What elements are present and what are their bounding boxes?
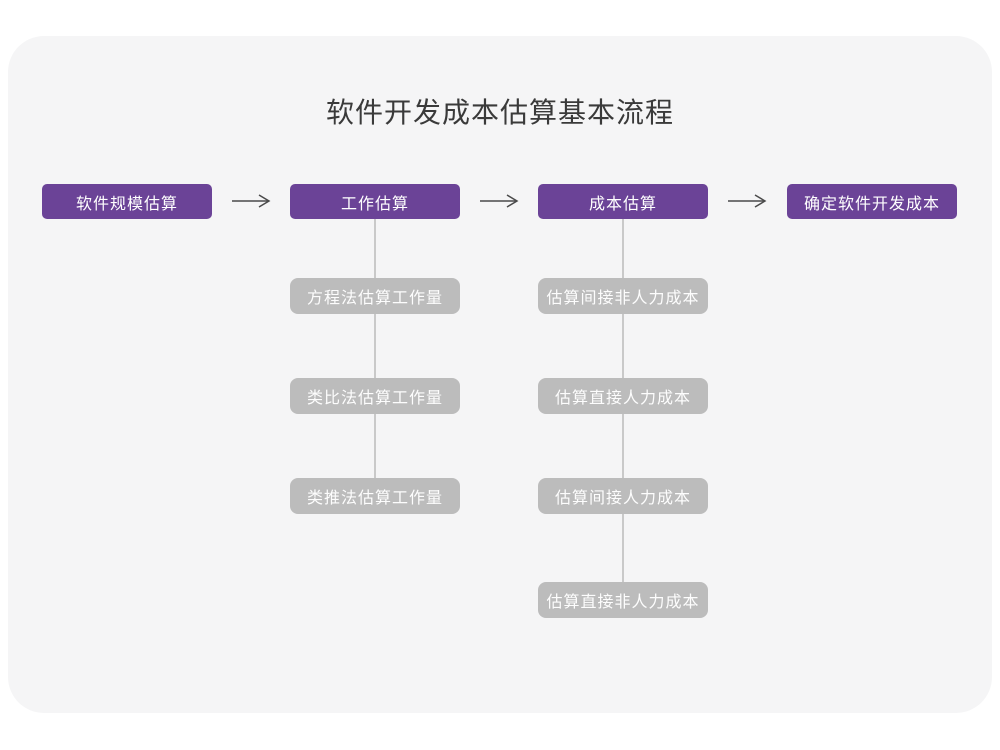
sub-node-indirect-labor-cost: 估算间接人力成本 (538, 478, 708, 514)
sub-node-direct-nonlabor-cost: 估算直接非人力成本 (538, 582, 708, 618)
arrow-right-icon (477, 192, 521, 210)
flow-node-cost-estimation: 成本估算 (538, 184, 708, 219)
flow-node-work-estimation: 工作估算 (290, 184, 460, 219)
sub-node-analogy-method: 类比法估算工作量 (290, 378, 460, 414)
arrow-right-icon (725, 192, 769, 210)
connector-line-work-column (374, 219, 376, 497)
diagram-card (8, 36, 992, 713)
flow-node-software-scale-estimation: 软件规模估算 (42, 184, 212, 219)
sub-node-extrapolation-method: 类推法估算工作量 (290, 478, 460, 514)
diagram-title: 软件开发成本估算基本流程 (325, 97, 674, 128)
arrow-right-icon (229, 192, 273, 210)
flow-node-determine-dev-cost: 确定软件开发成本 (787, 184, 957, 219)
sub-node-direct-labor-cost: 估算直接人力成本 (538, 378, 708, 414)
sub-node-indirect-nonlabor-cost: 估算间接非人力成本 (538, 278, 708, 314)
sub-node-equation-method: 方程法估算工作量 (290, 278, 460, 314)
